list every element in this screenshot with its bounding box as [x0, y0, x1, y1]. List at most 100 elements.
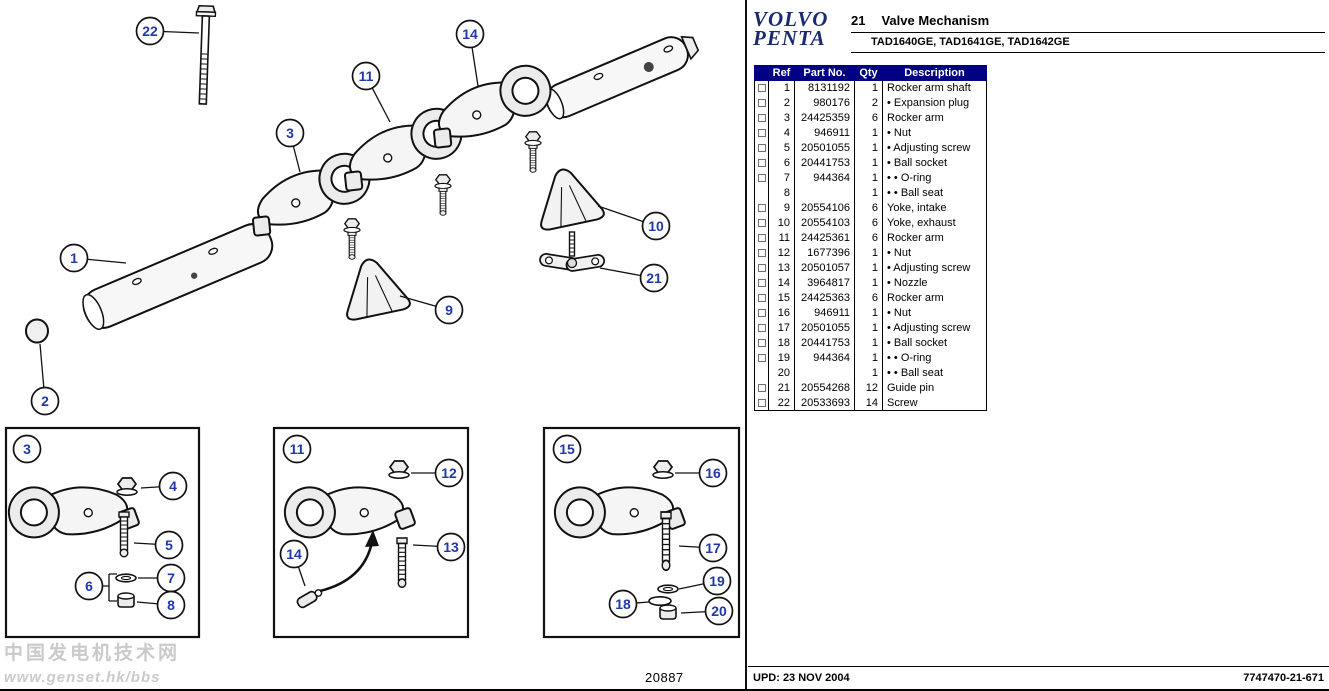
callout-7[interactable]: 7 [156, 563, 186, 593]
row-checkbox[interactable] [757, 174, 766, 183]
row-checkbox[interactable] [757, 279, 766, 288]
callout-3[interactable]: 3 [12, 434, 42, 464]
callout-19[interactable]: 19 [702, 566, 732, 596]
callout-13[interactable]: 13 [436, 532, 466, 562]
row-checkbox[interactable] [757, 339, 766, 348]
row-checkbox[interactable] [757, 294, 766, 303]
callout-18[interactable]: 18 [608, 589, 638, 619]
row-checkbox[interactable] [757, 204, 766, 213]
callout-12[interactable]: 12 [434, 458, 464, 488]
title-row: 21 Valve Mechanism [851, 13, 1325, 33]
cell-desc: • Nut [882, 245, 987, 261]
callout-11[interactable]: 11 [351, 61, 381, 91]
svg-text:16: 16 [705, 465, 721, 481]
svg-text:7: 7 [167, 570, 175, 586]
svg-text:21: 21 [646, 270, 662, 286]
adjusting-screw-drawing [524, 131, 542, 173]
nozzle-arrow [319, 541, 374, 593]
cell-desc: • Adjusting screw [882, 260, 987, 276]
row-checkbox[interactable] [757, 129, 766, 138]
row-checkbox[interactable] [757, 309, 766, 318]
callout-3[interactable]: 3 [275, 118, 305, 148]
row-checkbox[interactable] [757, 219, 766, 228]
row-checkbox[interactable] [757, 264, 766, 273]
callout-2[interactable]: 2 [30, 386, 60, 416]
row-checkbox[interactable] [757, 144, 766, 153]
row-checkbox[interactable] [757, 384, 766, 393]
callout-9[interactable]: 9 [434, 295, 464, 325]
panel-footer: UPD: 23 NOV 2004 7747470-21-671 [748, 666, 1329, 689]
row-checkbox[interactable] [757, 249, 766, 258]
rocker-shaft-upper-drawing [544, 35, 700, 120]
cell-desc: Screw [882, 395, 987, 411]
row-checkbox[interactable] [757, 234, 766, 243]
row-checkbox[interactable] [757, 398, 766, 407]
cell-part: 24425359 [794, 110, 855, 126]
row-checkbox[interactable] [757, 114, 766, 123]
cell-checkbox [754, 170, 769, 186]
cell-checkbox [754, 395, 769, 411]
callout-5[interactable]: 5 [154, 530, 184, 560]
cell-ref: 4 [768, 125, 795, 141]
row-checkbox[interactable] [757, 324, 766, 333]
svg-text:15: 15 [559, 441, 575, 457]
callout-20[interactable]: 20 [704, 596, 734, 626]
callout-21[interactable]: 21 [639, 263, 669, 293]
callout-14[interactable]: 14 [455, 19, 485, 49]
svg-text:22: 22 [142, 23, 158, 39]
callout-10[interactable]: 10 [641, 211, 671, 241]
callout-15[interactable]: 15 [552, 434, 582, 464]
row-checkbox[interactable] [757, 99, 766, 108]
cell-qty: 1 [854, 260, 883, 276]
row-checkbox[interactable] [757, 159, 766, 168]
callout-11[interactable]: 11 [282, 434, 312, 464]
row-checkbox[interactable] [757, 84, 766, 93]
cell-checkbox [754, 380, 769, 396]
callout-8[interactable]: 8 [156, 590, 186, 620]
cell-desc: • • O-ring [882, 350, 987, 366]
cell-qty: 6 [854, 110, 883, 126]
callout-4[interactable]: 4 [158, 471, 188, 501]
parts-panel: VOLVO PENTA 21 Valve Mechanism TAD1640GE… [747, 0, 1329, 689]
expansion-plug-drawing [25, 318, 49, 344]
o-ring-drawing [657, 584, 679, 594]
callout-17[interactable]: 17 [698, 533, 728, 563]
row-checkbox[interactable] [757, 354, 766, 363]
callout-14[interactable]: 14 [279, 539, 309, 569]
callout-16[interactable]: 16 [698, 458, 728, 488]
callout-6[interactable]: 6 [74, 571, 104, 601]
cell-part: 20441753 [794, 155, 855, 171]
svg-text:8: 8 [167, 597, 175, 613]
svg-text:1: 1 [70, 250, 78, 266]
cell-ref: 10 [768, 215, 795, 231]
cell-checkbox [754, 140, 769, 156]
callout-1[interactable]: 1 [59, 243, 89, 273]
callout-22[interactable]: 22 [135, 16, 165, 46]
cell-checkbox [754, 335, 769, 351]
adjusting-screw-drawing [343, 218, 361, 260]
col-checkbox [754, 65, 769, 81]
nut-drawing [652, 460, 674, 480]
